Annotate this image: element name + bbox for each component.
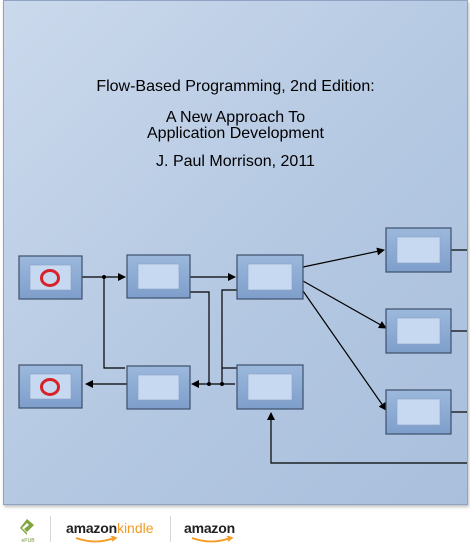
connector-c1-d3 xyxy=(302,290,387,411)
epub-label: ePUB xyxy=(21,538,35,544)
process-box-c2 xyxy=(236,364,304,410)
cover-subtitle-line-2: Application Development xyxy=(147,125,324,142)
book-cover[interactable]: Flow-Based Programming, 2nd Edition: A N… xyxy=(3,0,468,505)
junction-dot xyxy=(207,382,211,386)
junction-dot xyxy=(220,382,224,386)
process-box-d2 xyxy=(385,308,452,354)
amazon-smile-icon xyxy=(191,536,234,543)
amazon-smile-icon xyxy=(75,536,118,543)
amazon-kindle-brand: amazon xyxy=(66,520,117,536)
cover-author: J. Paul Morrison, 2011 xyxy=(156,153,315,170)
amazon-kindle-link[interactable]: amazonkindle xyxy=(66,507,166,550)
process-box-a2 xyxy=(18,364,83,409)
amazon-logo: amazon xyxy=(184,520,235,538)
amazon-kindle-logo: amazonkindle xyxy=(66,520,154,538)
diagram-boxes xyxy=(18,227,452,435)
store-divider xyxy=(50,516,51,542)
process-box-d1 xyxy=(385,227,452,273)
process-box-b2 xyxy=(126,365,191,410)
process-box-a1 xyxy=(18,255,83,300)
store-divider xyxy=(170,516,171,542)
store-links-bar: ePUB amazonkindle amazon xyxy=(0,507,470,550)
red-circle-icon xyxy=(40,378,60,396)
diagram-junctions xyxy=(102,275,224,386)
cover-title: Flow-Based Programming, 2nd Edition: xyxy=(96,78,375,95)
kindle-suffix: kindle xyxy=(116,520,154,536)
connector-c1-d1 xyxy=(302,247,385,268)
connector-c1-d2 xyxy=(302,280,387,329)
connector-c1-down xyxy=(221,289,237,384)
epub-icon xyxy=(20,519,34,535)
amazon-brand: amazon xyxy=(184,520,235,536)
connector-a1-b2 xyxy=(103,277,125,369)
red-circle-icon xyxy=(40,269,60,287)
flow-diagram xyxy=(18,227,467,464)
process-box-d3 xyxy=(385,389,452,435)
process-box-b1 xyxy=(126,254,191,299)
diagram-connections xyxy=(82,247,467,464)
cover-subtitle-line-1: A New Approach To xyxy=(165,109,306,126)
epub-link[interactable]: ePUB xyxy=(6,507,42,550)
connector-feedback-loop xyxy=(267,412,467,464)
process-box-c1 xyxy=(236,254,304,300)
amazon-link[interactable]: amazon xyxy=(184,507,244,550)
connector-b1-down xyxy=(190,291,210,384)
junction-dot xyxy=(102,275,106,279)
